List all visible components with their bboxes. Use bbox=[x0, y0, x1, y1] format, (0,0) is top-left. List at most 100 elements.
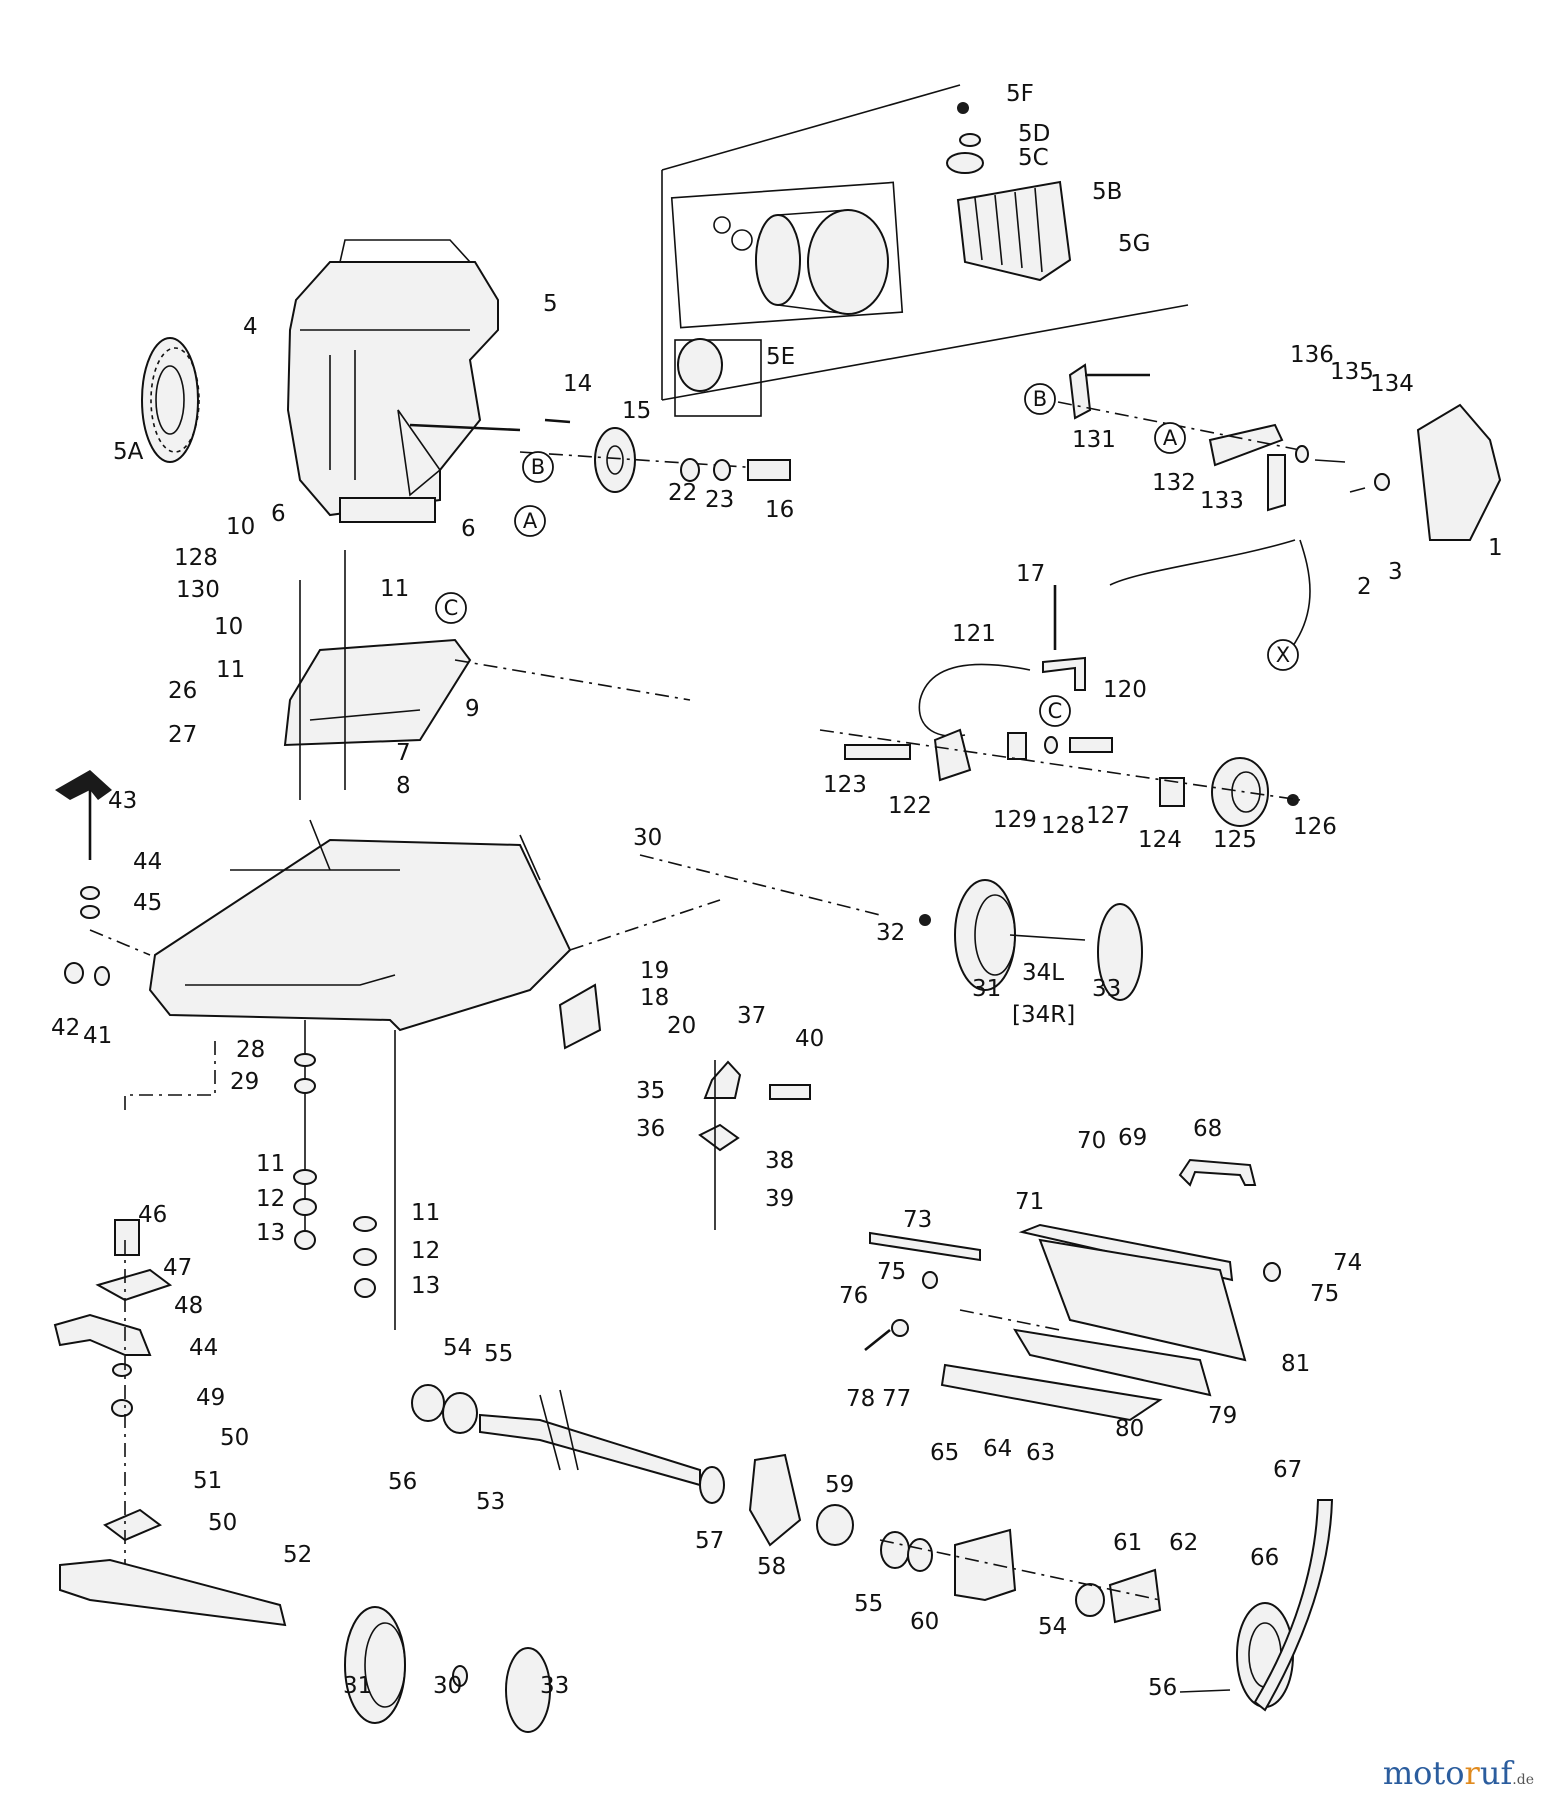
part-label-46: 46 bbox=[138, 1202, 167, 1228]
part-label-26: 26 bbox=[168, 678, 197, 704]
part-label-45: 45 bbox=[133, 890, 162, 916]
part-label-38: 38 bbox=[765, 1148, 794, 1174]
part-label-80: 80 bbox=[1115, 1416, 1144, 1442]
part-label-30: 30 bbox=[633, 825, 662, 851]
heat-shield bbox=[946, 102, 1072, 282]
part-label-5C: 5C bbox=[1018, 145, 1049, 171]
part-label-47: 47 bbox=[163, 1255, 192, 1281]
part-label-34R: [34R] bbox=[1012, 1002, 1075, 1028]
part-label-79: 79 bbox=[1208, 1403, 1237, 1429]
part-label-135: 135 bbox=[1330, 359, 1374, 385]
part-label-11: 11 bbox=[256, 1151, 285, 1177]
part-label-29: 29 bbox=[230, 1069, 259, 1095]
part-label-67: 67 bbox=[1273, 1457, 1302, 1483]
part-label-60: 60 bbox=[910, 1609, 939, 1635]
part-label-10: 10 bbox=[226, 514, 255, 540]
part-label-39: 39 bbox=[765, 1186, 794, 1212]
part-label-11: 11 bbox=[411, 1200, 440, 1226]
part-label-12: 12 bbox=[411, 1238, 440, 1264]
part-label-5E: 5E bbox=[766, 344, 795, 370]
part-label-77: 77 bbox=[882, 1386, 911, 1412]
part-label-32: 32 bbox=[876, 920, 905, 946]
height-knob bbox=[55, 770, 112, 919]
part-label-42: 42 bbox=[51, 1015, 80, 1041]
part-label-13: 13 bbox=[411, 1273, 440, 1299]
part-label-8: 8 bbox=[396, 773, 411, 799]
part-label-50: 50 bbox=[208, 1510, 237, 1536]
part-label-9: 9 bbox=[465, 696, 480, 722]
part-label-1: 1 bbox=[1488, 535, 1503, 561]
rear-flap-assembly bbox=[864, 1158, 1281, 1422]
part-label-126: 126 bbox=[1293, 814, 1337, 840]
part-label-68: 68 bbox=[1193, 1116, 1222, 1142]
part-label-127: 127 bbox=[1086, 803, 1130, 829]
part-label-36: 36 bbox=[636, 1116, 665, 1142]
part-label-55: 55 bbox=[484, 1341, 513, 1367]
part-label-5G: 5G bbox=[1118, 231, 1150, 257]
part-label-15: 15 bbox=[622, 398, 651, 424]
part-label-12: 12 bbox=[256, 1186, 285, 1212]
part-label-41: 41 bbox=[83, 1023, 112, 1049]
part-label-71: 71 bbox=[1015, 1189, 1044, 1215]
part-label-28: 28 bbox=[236, 1037, 265, 1063]
part-label-61: 61 bbox=[1113, 1530, 1142, 1556]
svg-text:C: C bbox=[444, 596, 459, 620]
part-label-136: 136 bbox=[1290, 342, 1334, 368]
part-label-31: 31 bbox=[972, 976, 1001, 1002]
part-label-6: 6 bbox=[271, 501, 286, 527]
part-label-40: 40 bbox=[795, 1026, 824, 1052]
part-label-124: 124 bbox=[1138, 827, 1182, 853]
part-label-128: 128 bbox=[1041, 813, 1085, 839]
svg-text:A: A bbox=[1163, 426, 1178, 450]
part-label-125: 125 bbox=[1213, 827, 1257, 853]
callout-a: A bbox=[1154, 422, 1186, 454]
inset-frame bbox=[661, 84, 1189, 417]
part-label-22: 22 bbox=[668, 480, 697, 506]
part-label-70: 70 bbox=[1077, 1128, 1106, 1154]
part-label-37: 37 bbox=[737, 1003, 766, 1029]
mower-deck bbox=[89, 819, 881, 1330]
part-label-30: 30 bbox=[433, 1673, 462, 1699]
part-label-130: 130 bbox=[176, 577, 220, 603]
callout-b: B bbox=[522, 451, 554, 483]
part-label-5D: 5D bbox=[1018, 121, 1050, 147]
part-label-44: 44 bbox=[133, 849, 162, 875]
part-label-56: 56 bbox=[1148, 1675, 1177, 1701]
hardware-stacks bbox=[64, 962, 377, 1298]
inset-cylinder bbox=[677, 209, 889, 392]
part-label-51: 51 bbox=[193, 1468, 222, 1494]
part-label-18: 18 bbox=[640, 985, 669, 1011]
part-label-64: 64 bbox=[983, 1436, 1012, 1462]
part-label-58: 58 bbox=[757, 1554, 786, 1580]
front-wheel bbox=[1179, 1499, 1334, 1712]
svg-text:X: X bbox=[1276, 643, 1290, 667]
part-label-16: 16 bbox=[765, 497, 794, 523]
part-label-120: 120 bbox=[1103, 677, 1147, 703]
motoruf-watermark: motoruf.de bbox=[1382, 1754, 1534, 1792]
part-label-55: 55 bbox=[854, 1591, 883, 1617]
callout-c: C bbox=[1039, 695, 1071, 727]
belt-cover-parts bbox=[819, 363, 1502, 827]
svg-text:C: C bbox=[1048, 699, 1063, 723]
part-label-31: 31 bbox=[343, 1673, 372, 1699]
svg-text:B: B bbox=[531, 455, 545, 479]
callout-b: B bbox=[1024, 383, 1056, 415]
callout-c: C bbox=[435, 592, 467, 624]
part-label-132: 132 bbox=[1152, 470, 1196, 496]
part-label-57: 57 bbox=[695, 1528, 724, 1554]
rear-axle-assembly bbox=[53, 1219, 551, 1733]
part-label-27: 27 bbox=[168, 722, 197, 748]
engine-pulley-hardware bbox=[519, 418, 791, 493]
wheel-upper bbox=[919, 879, 1143, 1001]
part-label-123: 123 bbox=[823, 772, 867, 798]
part-label-69: 69 bbox=[1118, 1125, 1147, 1151]
tine-shaft bbox=[411, 1384, 1162, 1624]
part-label-13: 13 bbox=[256, 1220, 285, 1246]
callout-a: A bbox=[514, 505, 546, 537]
part-label-23: 23 bbox=[705, 487, 734, 513]
part-label-78: 78 bbox=[846, 1386, 875, 1412]
part-label-3: 3 bbox=[1388, 559, 1403, 585]
part-label-43: 43 bbox=[108, 788, 137, 814]
part-label-74: 74 bbox=[1333, 1250, 1362, 1276]
